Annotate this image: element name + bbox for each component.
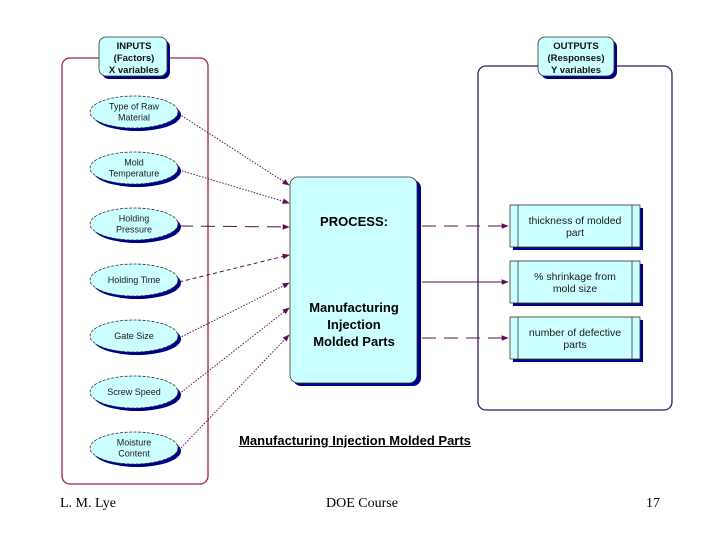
diagram-caption: Manufacturing Injection Molded Parts (239, 433, 471, 448)
outputs-header: OUTPUTS (Responses) Y variables (537, 36, 617, 79)
input-arrow (178, 307, 290, 395)
output-response-label: parts (563, 339, 586, 351)
input-factor-label: Content (118, 449, 150, 459)
output-response-label: % shrinkage from (534, 271, 616, 283)
process-box: PROCESS: Manufacturing Injection Molded … (289, 176, 421, 386)
input-factor-label: Holding Time (108, 275, 161, 285)
inputs-header-line: (Factors) (114, 53, 155, 64)
input-factor: Screw Speed (89, 375, 181, 411)
input-factor-label: Screw Speed (107, 387, 161, 397)
inputs-header-line: INPUTS (117, 41, 152, 52)
process-title: PROCESS: (320, 214, 388, 229)
footer-page-number: 17 (646, 496, 660, 511)
input-factor-label: Mold (124, 158, 144, 168)
input-factor: Gate Size (89, 319, 181, 355)
input-factor-label: Type of Raw (109, 102, 160, 112)
process-subtitle-line: Manufacturing (309, 300, 399, 315)
output-response-label: thickness of molded (529, 215, 622, 227)
outputs-header-line: (Responses) (547, 53, 604, 64)
footer-course: DOE Course (326, 496, 398, 511)
input-arrow (178, 282, 290, 339)
outputs-header-line: Y variables (551, 65, 601, 76)
input-arrow (178, 169, 290, 204)
footer-author: L. M. Lye (60, 496, 116, 511)
input-factor-label: Gate Size (114, 331, 154, 341)
input-factor: Holding Time (89, 263, 181, 299)
output-response-label: mold size (553, 283, 598, 295)
inputs-header-line: X variables (109, 65, 159, 76)
input-arrow (178, 334, 290, 451)
process-subtitle-line: Injection (327, 317, 381, 332)
input-factor-label: Moisture (117, 438, 152, 448)
input-arrow (178, 253, 290, 283)
outputs-header-line: OUTPUTS (553, 41, 598, 52)
input-factor-label: Material (118, 113, 150, 123)
process-subtitle-line: Molded Parts (313, 334, 395, 349)
input-factor-label: Pressure (116, 225, 152, 235)
output-response-label: part (566, 227, 584, 239)
inputs-header: INPUTS (Factors) X variables (98, 36, 170, 79)
input-factor-label: Holding (119, 214, 150, 224)
input-arrow (178, 113, 290, 186)
output-response-label: number of defective (529, 327, 621, 339)
input-factor-label: Temperature (109, 169, 160, 179)
input-arrow (178, 224, 290, 230)
